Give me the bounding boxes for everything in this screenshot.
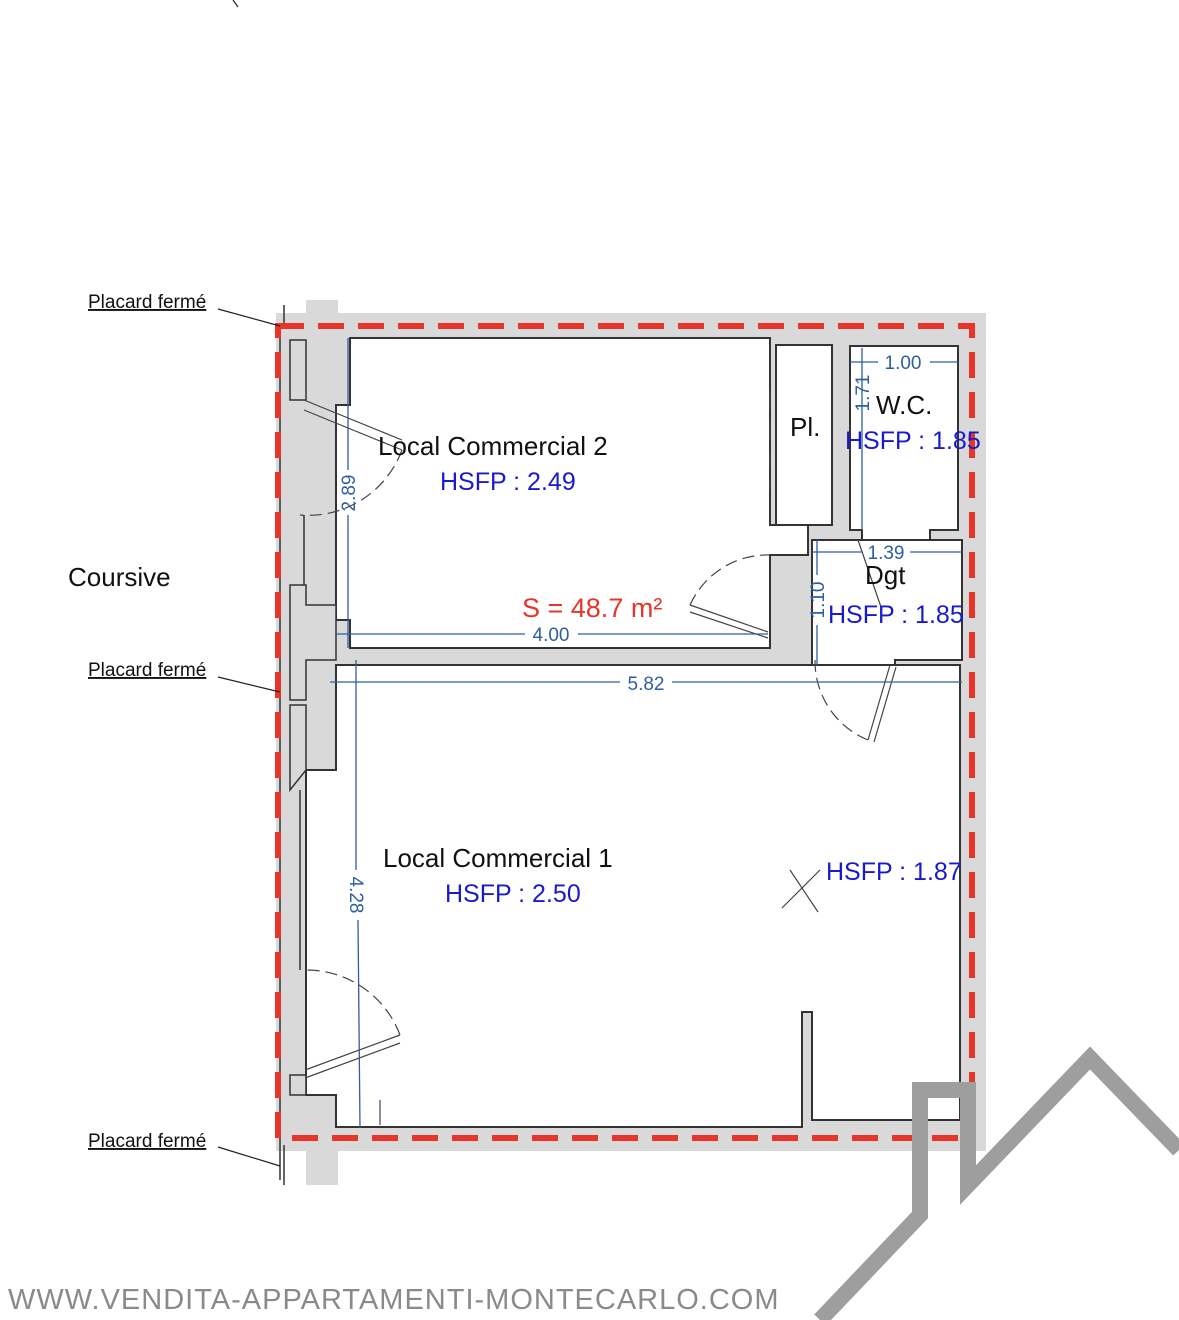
label-placard-top: Placard fermé [88,292,206,313]
label-coursive: Coursive [68,562,171,592]
label-placard-bottom: Placard fermé [88,1131,206,1152]
dim-4-28: 4.28 [345,877,366,914]
label-placard-mid: Placard fermé [88,660,206,681]
room-hsfp-local-1-low: HSFP : 1.87 [826,858,962,886]
room-name-placard: Pl. [790,412,820,442]
room-hsfp-wc: HSFP : 1.85 [845,427,981,455]
dim-1-10: 1.10 [808,582,829,619]
dim-2-89: 2.89 [339,475,360,512]
room-name-local-2: Local Commercial 2 [378,431,608,461]
dim-4-00: 4.00 [533,625,570,646]
watermark-url: WWW.VENDITA-APPARTAMENTI-MONTECARLO.COM [8,1284,780,1316]
dim-1-71: 1.71 [853,375,874,412]
room-placard [775,344,833,526]
room-name-dgt: Dgt [865,560,906,590]
room-local-commercial-2 [335,337,809,649]
dim-1-00: 1.00 [885,353,922,374]
dim-1-39: 1.39 [868,543,905,564]
room-name-local-1: Local Commercial 1 [383,843,613,873]
room-hsfp-local-1: HSFP : 2.50 [445,880,581,908]
room-hsfp-local-2: HSFP : 2.49 [440,468,576,496]
room-hsfp-dgt: HSFP : 1.85 [828,601,964,629]
surface-area: S = 48.7 m² [522,593,662,623]
logo-house-icon [814,1046,1179,1320]
dim-5-82: 5.82 [628,674,665,695]
surface-outline [275,323,975,1141]
room-name-wc: W.C. [876,390,932,420]
room-local-commercial-1 [305,664,961,1128]
